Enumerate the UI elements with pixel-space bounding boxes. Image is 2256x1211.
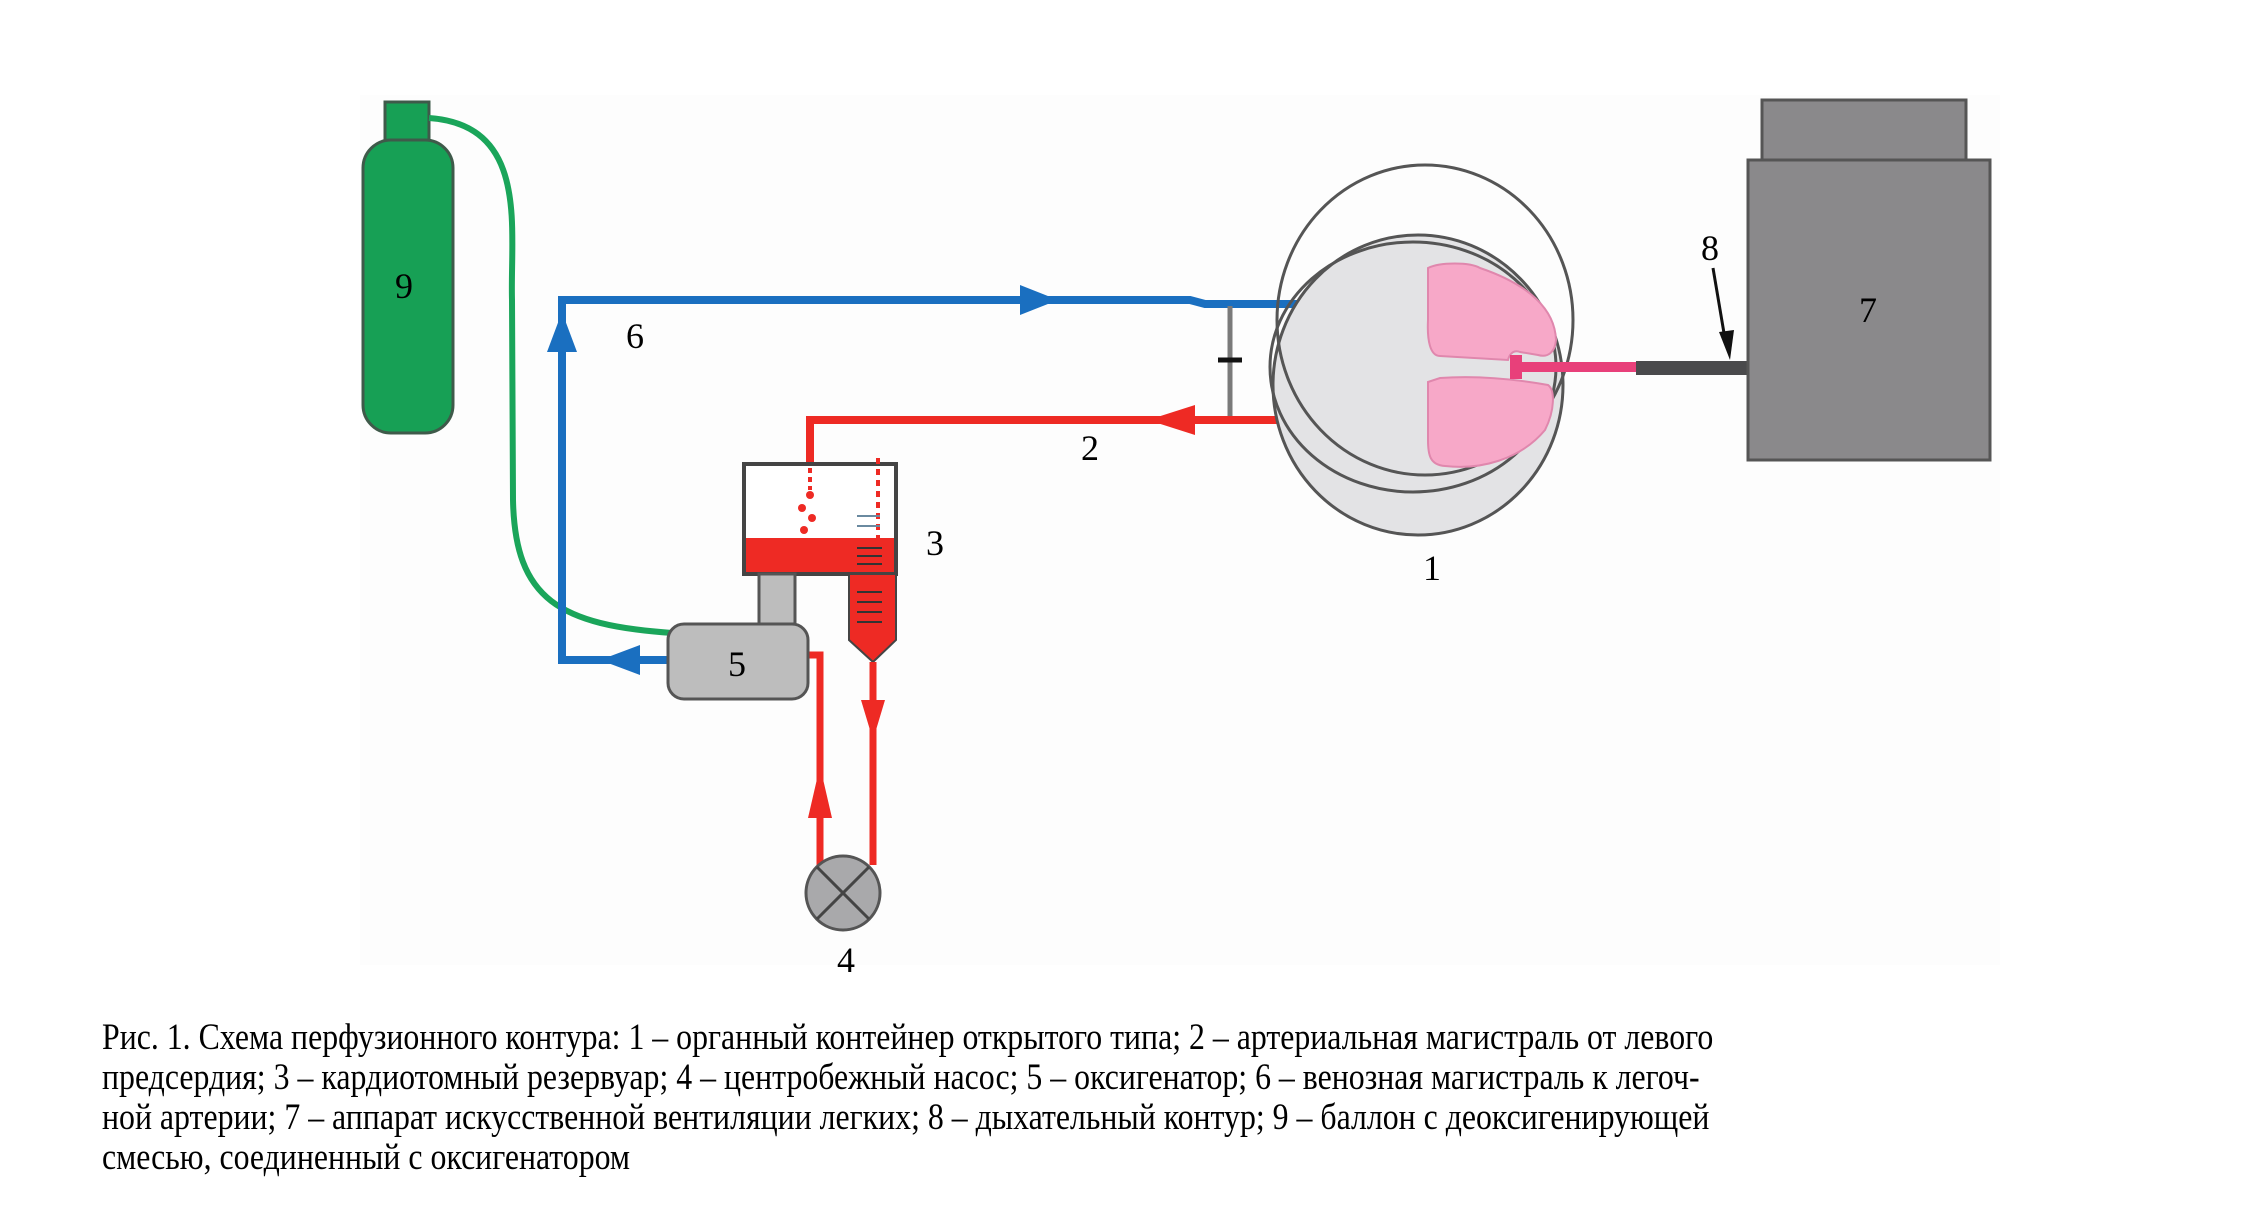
label-reservoir: 3 — [926, 523, 944, 563]
label-container: 1 — [1423, 548, 1441, 588]
lung-lower — [1427, 376, 1554, 468]
reservoir-connector — [757, 572, 797, 626]
bridge-clamp — [1218, 306, 1242, 416]
venous-arrow-up — [547, 312, 577, 352]
venous-line — [558, 296, 1428, 664]
arterial-arrow-left — [1148, 405, 1195, 435]
cardiotomy-reservoir — [742, 458, 898, 664]
oxygenator — [666, 622, 810, 701]
caption-line: ной артерии; 7 – аппарат искусственной в… — [102, 1097, 1710, 1138]
caption-line: смесью, соединенный с оксигенатором — [102, 1137, 631, 1178]
label-pump: 4 — [837, 940, 855, 980]
diagram-background — [360, 95, 2000, 965]
gas-supply-line — [428, 115, 673, 636]
perfusion-circuit-diagram: 9 6 2 1 8 7 — [360, 95, 2000, 980]
label-breathing-circuit: 8 — [1701, 228, 1719, 268]
label-oxygenator: 5 — [728, 644, 746, 684]
pump-outflow-arrow — [808, 766, 832, 818]
lung-upper — [1426, 262, 1558, 362]
pump-inflow-arrow — [861, 700, 885, 740]
label-arterial-line: 2 — [1081, 428, 1099, 468]
label-gas-cylinder: 9 — [395, 266, 413, 306]
figure-caption: Рис. 1. Схема перфузионного контура: 1 –… — [102, 1018, 1951, 1178]
organ-container — [1268, 163, 1640, 537]
gas-cylinder — [361, 100, 455, 435]
label-venous-line: 6 — [626, 316, 644, 356]
caption-line: предсердия; 3 – кардиотомный резервуар; … — [102, 1057, 1700, 1098]
pointer-arrowhead — [1719, 330, 1734, 360]
arterial-line — [806, 416, 1428, 470]
caption-line: Рис. 1. Схема перфузионного контура: 1 –… — [102, 1017, 1714, 1058]
ventilator — [1746, 98, 1992, 462]
venous-arrow-right — [1020, 285, 1058, 315]
label-ventilator: 7 — [1859, 290, 1877, 330]
trachea — [1520, 362, 1640, 372]
breathing-circuit-tube — [1636, 361, 1748, 375]
centrifugal-pump — [804, 854, 882, 932]
venous-arrow-left — [600, 645, 640, 675]
